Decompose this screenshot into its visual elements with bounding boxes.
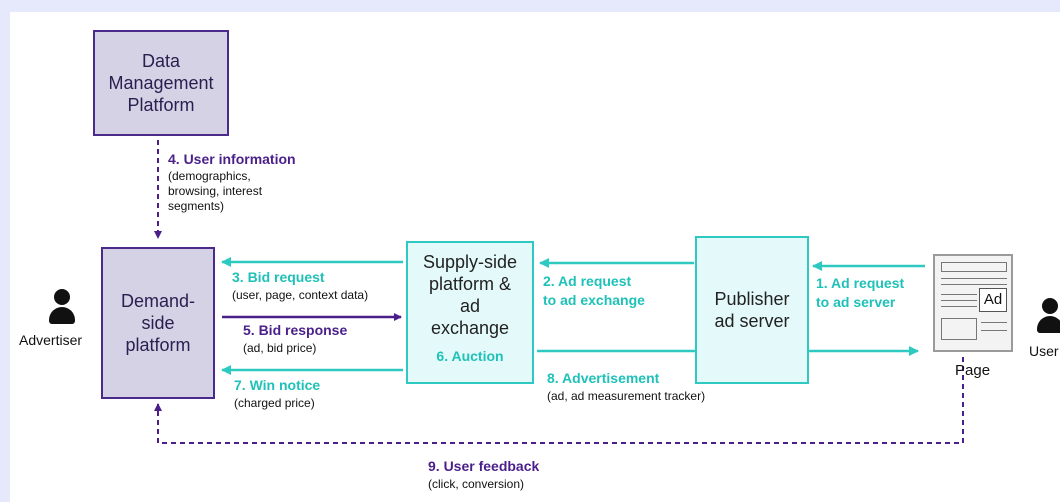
page-text-line: [941, 284, 1007, 285]
flow-1-title-line2: to ad server: [816, 294, 896, 310]
flow-8-title: 8. Advertisement: [547, 370, 660, 386]
supply-side-platform-box: Supply-side platform & ad exchange 6. Au…: [406, 241, 534, 384]
ssp-label: Supply-side platform & ad exchange: [422, 252, 518, 338]
advertiser-label: Advertiser: [19, 332, 83, 348]
flow-9-detail: (click, conversion): [428, 477, 525, 491]
page-text-line: [941, 306, 977, 307]
dsp-label: Demand-side platform: [120, 291, 196, 355]
flow-4-detail-2: browsing, interest: [168, 184, 263, 198]
flow-7-title: 7. Win notice: [234, 377, 321, 393]
flow-2-title: 2. Ad request: [543, 273, 632, 289]
auction-label: 6. Auction: [436, 348, 504, 364]
flow-5-detail: (ad, bid price): [243, 341, 317, 355]
page-text-line: [981, 330, 1007, 331]
dmp-label: Data Management Platform: [108, 51, 214, 115]
publisher-ad-server-box: Publisher ad server: [695, 236, 809, 384]
advertiser-person-icon: [47, 289, 77, 329]
flow-8-detail: (ad, ad measurement tracker): [547, 389, 706, 403]
flow-4-detail-1: (demographics,: [168, 169, 251, 183]
flow-3-title: 3. Bid request: [232, 269, 325, 285]
flow-7-detail: (charged price): [234, 396, 315, 410]
publisher-label: Publisher ad server: [714, 289, 790, 331]
data-management-platform-box: Data Management Platform: [93, 30, 229, 136]
page-text-line: [941, 278, 1007, 279]
flow-4-title: 4. User information: [168, 151, 296, 167]
page-text-line: [941, 294, 977, 295]
demand-side-platform-box: Demand-side platform: [101, 247, 215, 399]
page-headline-bar: [941, 262, 1007, 272]
arrow-user-feedback: [154, 357, 964, 444]
page-text-line: [941, 300, 977, 301]
page-text-line: [981, 322, 1007, 323]
page-image-block: [941, 318, 977, 340]
page-label: Page: [955, 362, 991, 379]
page-ad-slot: Ad: [979, 288, 1007, 312]
flow-1-title: 1. Ad request: [816, 275, 905, 291]
flow-4-detail-3: segments): [168, 199, 225, 213]
user-label: User: [1029, 343, 1059, 359]
flow-5-title: 5. Bid response: [243, 322, 348, 338]
flow-2-title-line2: to ad exchange: [543, 292, 645, 308]
page-icon: Ad: [933, 254, 1013, 352]
page-ad-label: Ad: [983, 291, 1003, 308]
flow-9-title: 9. User feedback: [428, 458, 540, 474]
flow-3-detail: (user, page, context data): [232, 288, 369, 302]
user-person-icon: [1035, 298, 1060, 338]
